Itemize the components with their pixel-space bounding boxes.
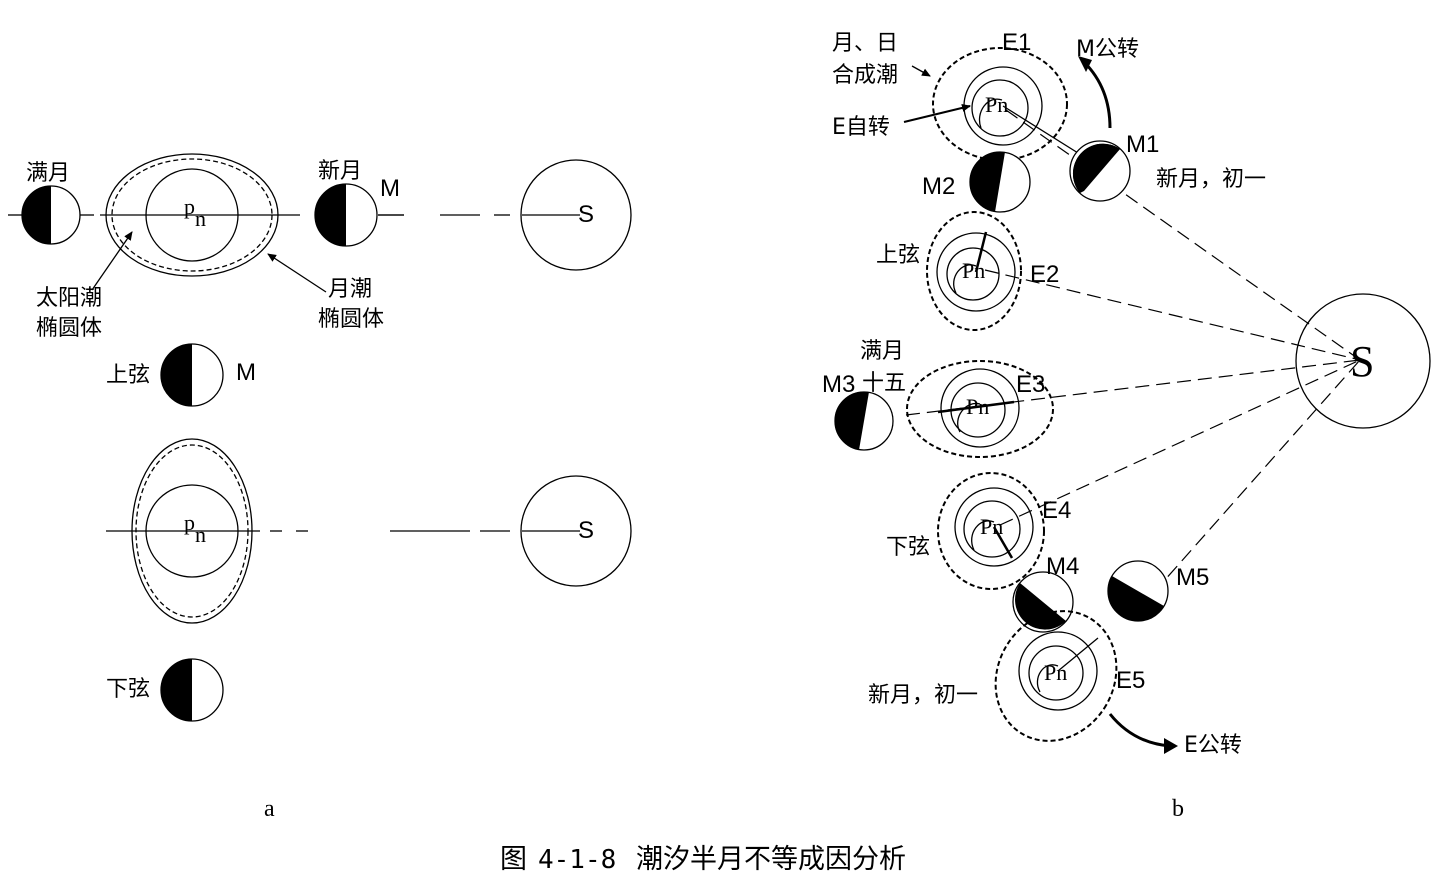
e4-label: E4 xyxy=(1042,497,1071,524)
full-moon-label: 满月 xyxy=(26,161,70,186)
pn-e1: Pn xyxy=(985,92,1008,117)
solar-ellipsoid-pointer xyxy=(91,231,133,291)
last-quarter-moon-a xyxy=(160,658,224,722)
earth-e5 xyxy=(994,610,1118,742)
sun-b xyxy=(1295,293,1431,429)
solar-ellipsoid-label-1: 太阳潮 xyxy=(36,286,102,311)
e2-label: E2 xyxy=(1030,261,1059,288)
sun-top xyxy=(520,159,632,271)
solar-ellipsoid-label-2: 椭圆体 xyxy=(36,316,102,341)
moon-label-2: M xyxy=(236,359,256,386)
earth-with-tides-top xyxy=(105,153,279,277)
m3-label: M3 xyxy=(822,371,855,398)
first-quarter-label-b: 上弦 xyxy=(876,243,920,268)
earth-e3 xyxy=(906,360,1054,458)
last-quarter-label-b: 下弦 xyxy=(886,535,930,560)
earth-label-bottom-sub: n xyxy=(195,522,206,547)
m-revolution-label: M公转 xyxy=(1076,37,1139,62)
panel-a-sublabel: a xyxy=(264,796,275,822)
lunar-ellipsoid-label-2: 椭圆体 xyxy=(318,307,384,332)
pn-e2: Pn xyxy=(962,258,985,283)
earth-e1 xyxy=(932,47,1087,161)
m-revolution-arrowhead xyxy=(1078,56,1092,72)
earth-label-top: p xyxy=(184,194,195,219)
e5-label: E5 xyxy=(1116,667,1145,694)
full-moon-a xyxy=(21,185,81,245)
e1-label: E1 xyxy=(1002,29,1031,56)
earth-e4 xyxy=(937,472,1045,590)
new-moon-first-label-2: 新月，初一 xyxy=(868,683,978,708)
m-revolution-arrow xyxy=(1082,60,1112,129)
pn-e5: Pn xyxy=(1044,660,1067,685)
moon-m1 xyxy=(1069,140,1131,202)
panel-b-sublabel: b xyxy=(1172,796,1184,822)
m4-label: M4 xyxy=(1046,553,1079,580)
earth-with-tides-bottom xyxy=(131,438,253,624)
earth-label-top-sub: n xyxy=(195,206,206,231)
panel-b: S Pn E1 月、日 合成潮 E自转 M公转 xyxy=(822,29,1431,822)
e3-label: E3 xyxy=(1016,371,1045,398)
full-moon-label-b: 满月 xyxy=(860,339,904,364)
caption-number: 4-1-8 xyxy=(538,845,616,875)
pn-e4: Pn xyxy=(980,514,1003,539)
e-revolution-label: E公转 xyxy=(1184,733,1242,758)
pn-e3: Pn xyxy=(966,394,989,419)
panel-a: 满月 p n 新月 M S 太阳潮 椭圆体 月潮 椭圆体 上 xyxy=(8,153,632,822)
sun-label-bottom: S xyxy=(578,517,594,544)
e-revolution-arrow xyxy=(1108,713,1171,748)
m1-label: M1 xyxy=(1126,131,1159,158)
last-quarter-label-a: 下弦 xyxy=(106,677,150,702)
moon-m4 xyxy=(1012,571,1074,633)
caption-title: 潮汐半月不等成因分析 xyxy=(636,844,906,875)
new-moon-label: 新月 xyxy=(318,159,362,184)
e-revolution-arrowhead xyxy=(1164,738,1178,754)
m2-label: M2 xyxy=(922,173,955,200)
fifteenth-label: 十五 xyxy=(862,371,906,396)
first-quarter-moon-a xyxy=(160,343,224,407)
lunar-ellipsoid-pointer xyxy=(267,253,327,293)
first-quarter-label-a: 上弦 xyxy=(106,363,150,388)
lunar-ellipsoid-label-1: 月潮 xyxy=(328,277,372,302)
combined-tide-pointer xyxy=(911,65,931,77)
moon-label: M xyxy=(380,175,400,202)
sun-label-b: S xyxy=(1350,337,1374,386)
e-rotation-pointer xyxy=(903,103,971,123)
moon-m3 xyxy=(834,391,894,451)
sun-label-top: S xyxy=(578,201,594,228)
earth-e2 xyxy=(926,211,1022,331)
m5-label: M5 xyxy=(1176,564,1209,591)
moon-m5 xyxy=(1107,560,1169,622)
earth-label-bottom: p xyxy=(184,510,195,535)
new-moon-first-label: 新月，初一 xyxy=(1156,167,1266,192)
sun-bottom xyxy=(520,475,632,587)
combined-tide-label-1: 月、日 xyxy=(832,31,898,56)
new-moon-a xyxy=(314,183,378,247)
combined-tide-label-2: 合成潮 xyxy=(832,63,898,88)
e-rotation-label: E自转 xyxy=(832,115,890,140)
moon-m2 xyxy=(969,151,1031,213)
figure-caption: 图 4-1-8 潮汐半月不等成因分析 xyxy=(500,844,906,875)
caption-prefix: 图 xyxy=(500,844,527,875)
